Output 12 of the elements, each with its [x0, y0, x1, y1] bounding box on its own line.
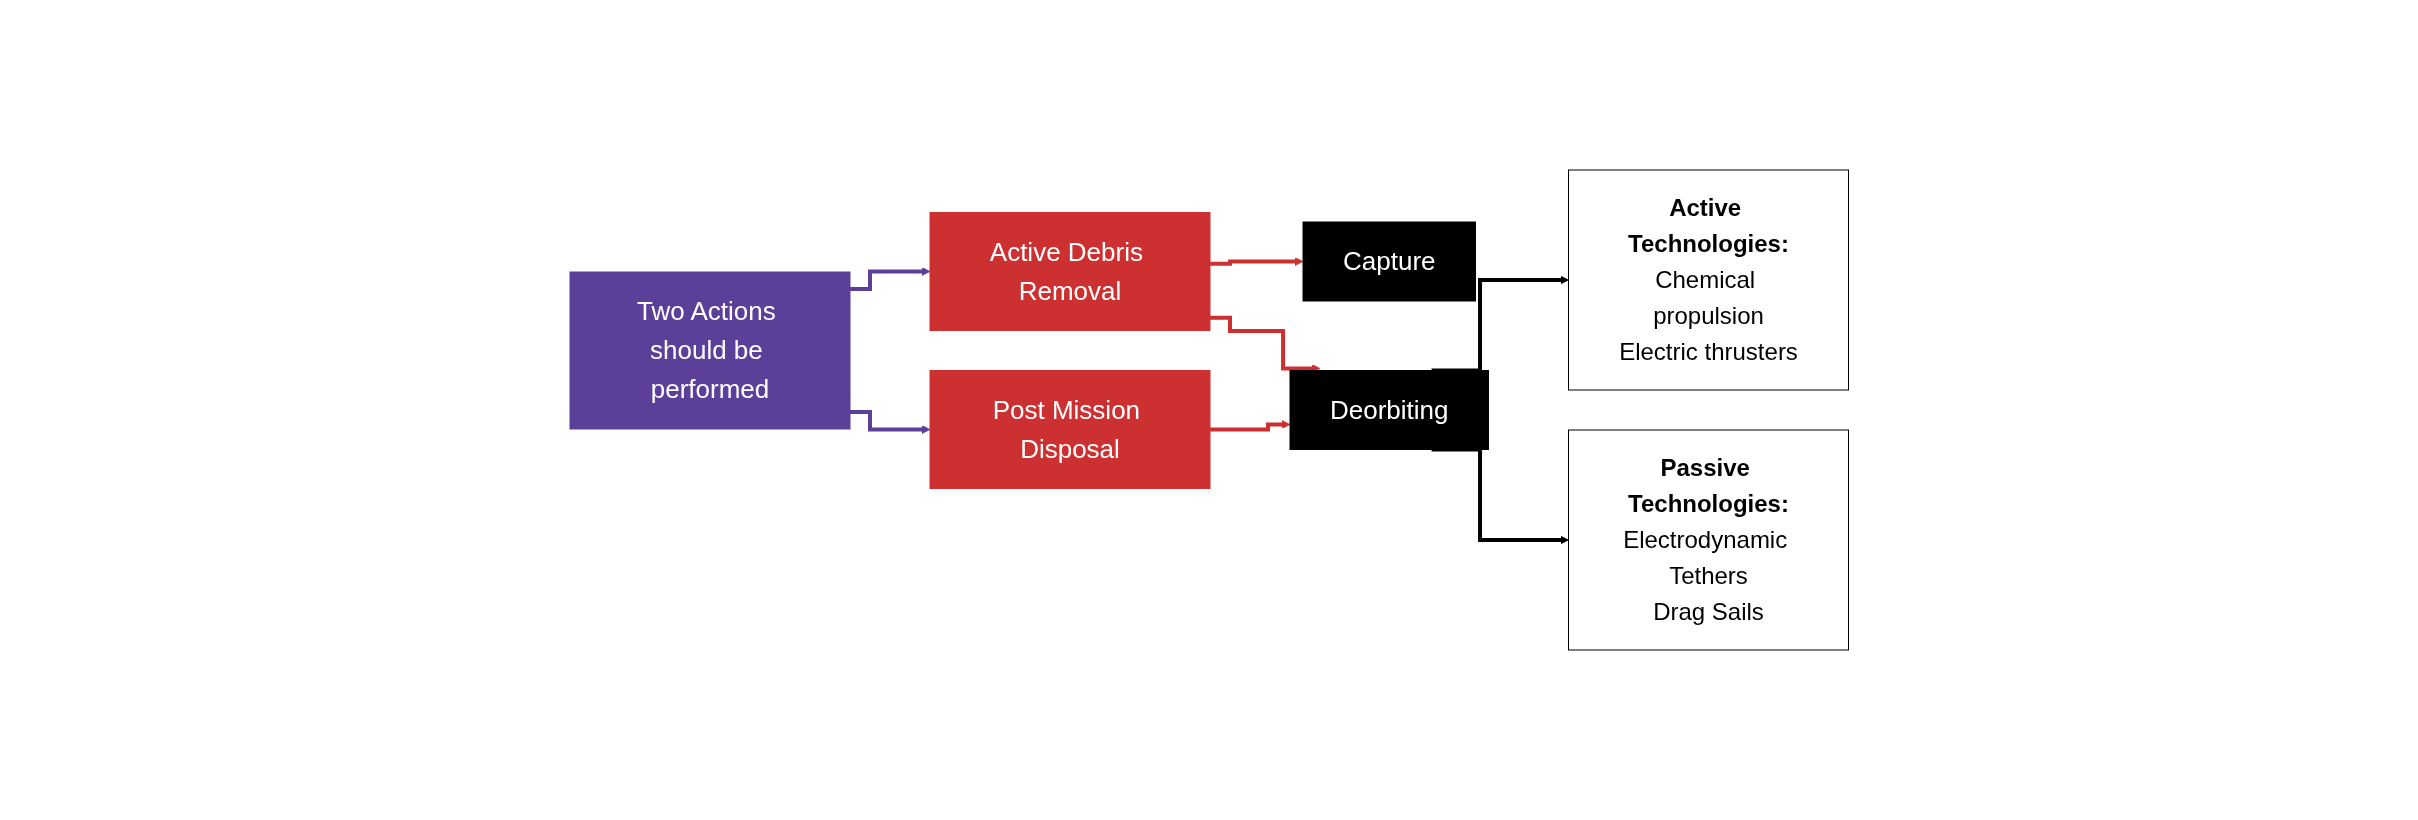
arrow — [1209, 420, 1291, 432]
node-box: Deorbiting — [1289, 370, 1489, 450]
arrow — [1209, 315, 1321, 373]
arrow — [1209, 257, 1304, 266]
node-box: Post Mission Disposal — [929, 370, 1211, 489]
node-box: Two Actions should be performed — [569, 271, 851, 430]
node-box: Passive Technologies: Electrodynamic Tethers Drag Sails — [1567, 429, 1849, 651]
node-box: Capture — [1302, 221, 1476, 302]
arrow — [849, 409, 931, 434]
arrow — [849, 267, 931, 292]
node-box: Active Technologies: Chemical propulsion Electric thrusters — [1567, 169, 1849, 391]
node-box: Active Debris Removal — [929, 212, 1211, 331]
